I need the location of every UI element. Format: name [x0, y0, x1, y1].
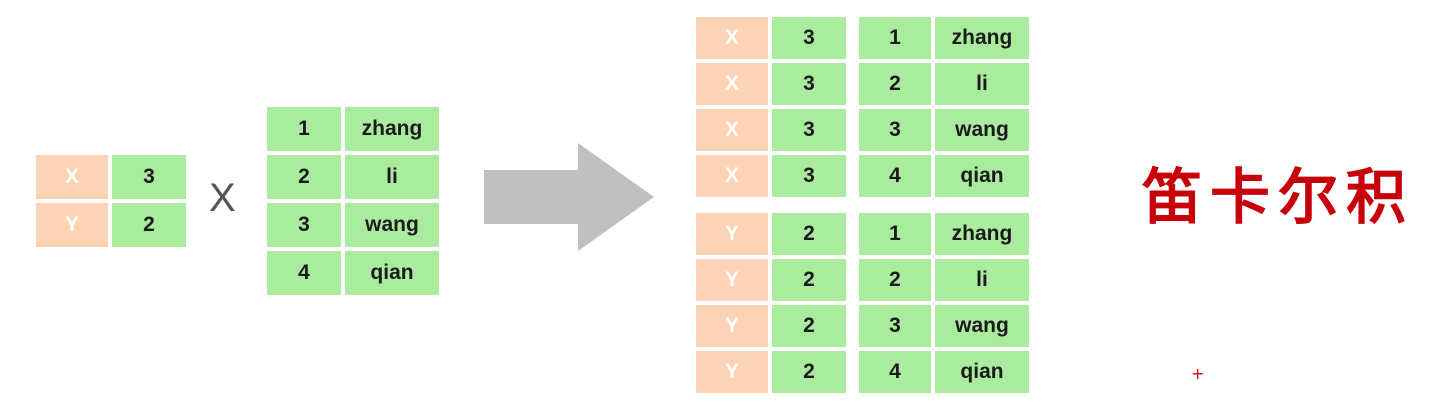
result-key-cell: X — [696, 63, 768, 105]
cursor-plus-icon: + — [1191, 364, 1205, 383]
result-value-cell: 3 — [772, 63, 846, 105]
cartesian-product-title: 笛卡尔积 — [1142, 163, 1414, 233]
left-table-value-cell: 3 — [112, 155, 186, 199]
result-id-cell: 2 — [859, 63, 931, 105]
mid-table-name-cell: qian — [345, 251, 439, 295]
result-id-cell: 3 — [859, 305, 931, 347]
result-name-cell: qian — [935, 351, 1029, 393]
left-table-key-cell: X — [36, 155, 108, 199]
result-name-cell: zhang — [935, 17, 1029, 59]
left-table-key-cell: Y — [36, 203, 108, 247]
result-key-cell: Y — [696, 305, 768, 347]
result-name-cell: zhang — [935, 213, 1029, 255]
result-top-left-table: X 3 X 3 X 3 X 3 — [696, 17, 846, 197]
mid-table: 1 zhang 2 li 3 wang 4 qian — [267, 107, 439, 295]
left-table: X 3 Y 2 — [36, 155, 186, 247]
right-arrow-icon — [484, 143, 654, 256]
result-value-cell: 3 — [772, 155, 846, 197]
result-name-cell: wang — [935, 109, 1029, 151]
result-key-cell: Y — [696, 213, 768, 255]
mid-table-id-cell: 3 — [267, 203, 341, 247]
result-key-cell: Y — [696, 351, 768, 393]
mid-table-name-cell: zhang — [345, 107, 439, 151]
result-id-cell: 3 — [859, 109, 931, 151]
mid-table-id-cell: 1 — [267, 107, 341, 151]
mid-table-id-cell: 4 — [267, 251, 341, 295]
result-name-cell: li — [935, 259, 1029, 301]
result-value-cell: 2 — [772, 259, 846, 301]
result-value-cell: 2 — [772, 305, 846, 347]
left-table-value-cell: 2 — [112, 203, 186, 247]
mid-table-id-cell: 2 — [267, 155, 341, 199]
mid-table-name-cell: li — [345, 155, 439, 199]
result-bottom-right-table: 1 zhang 2 li 3 wang 4 qian — [859, 213, 1029, 393]
result-key-cell: Y — [696, 259, 768, 301]
result-top-right-table: 1 zhang 2 li 3 wang 4 qian — [859, 17, 1029, 197]
result-name-cell: qian — [935, 155, 1029, 197]
result-id-cell: 4 — [859, 351, 931, 393]
result-bottom-left-table: Y 2 Y 2 Y 2 Y 2 — [696, 213, 846, 393]
mid-table-name-cell: wang — [345, 203, 439, 247]
result-id-cell: 1 — [859, 17, 931, 59]
result-name-cell: wang — [935, 305, 1029, 347]
result-id-cell: 4 — [859, 155, 931, 197]
result-key-cell: X — [696, 155, 768, 197]
result-key-cell: X — [696, 109, 768, 151]
result-value-cell: 3 — [772, 17, 846, 59]
result-id-cell: 2 — [859, 259, 931, 301]
result-value-cell: 2 — [772, 351, 846, 393]
times-operator: X — [209, 176, 236, 220]
result-name-cell: li — [935, 63, 1029, 105]
result-value-cell: 3 — [772, 109, 846, 151]
result-id-cell: 1 — [859, 213, 931, 255]
result-value-cell: 2 — [772, 213, 846, 255]
result-key-cell: X — [696, 17, 768, 59]
